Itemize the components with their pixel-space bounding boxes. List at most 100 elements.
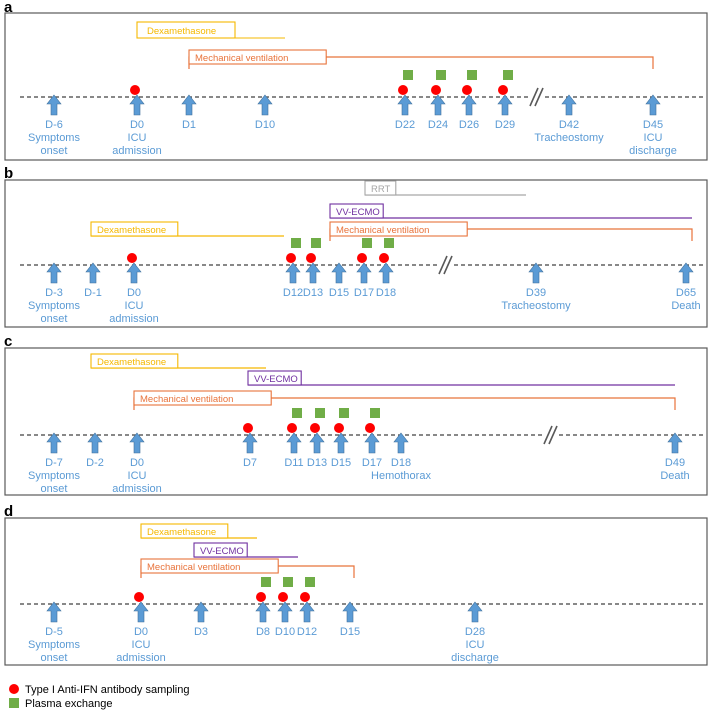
event-day-label: D29 bbox=[495, 119, 515, 131]
red-circle-icon bbox=[9, 684, 19, 694]
event-day-label: D17 bbox=[362, 457, 382, 469]
red-circle-icon bbox=[127, 253, 137, 263]
green-square-icon bbox=[305, 577, 315, 587]
legend-plasma-label: Plasma exchange bbox=[25, 698, 112, 710]
event-day-label: D13 bbox=[303, 287, 323, 299]
event-description: admission bbox=[112, 483, 162, 495]
green-square-icon bbox=[311, 238, 321, 248]
bar-label: VV-ECMO bbox=[200, 546, 244, 557]
event-D13: D13 bbox=[303, 238, 323, 299]
green-square-icon bbox=[362, 238, 372, 248]
event-day-label: D15 bbox=[331, 457, 351, 469]
up-arrow-icon bbox=[286, 432, 302, 454]
green-square-icon bbox=[436, 70, 446, 80]
event-description: Death bbox=[660, 470, 689, 482]
treatment-bar-dexamethasone: Dexamethasone bbox=[140, 523, 257, 539]
event-D7: D7 bbox=[242, 423, 258, 469]
up-arrow-icon bbox=[285, 262, 301, 284]
red-circle-icon bbox=[334, 423, 344, 433]
up-arrow-icon bbox=[126, 262, 142, 284]
green-square-icon bbox=[403, 70, 413, 80]
treatment-bar-dexamethasone: Dexamethasone bbox=[136, 21, 285, 39]
bar-label-box bbox=[364, 180, 397, 196]
event-D18: D18 bbox=[376, 238, 396, 299]
up-arrow-icon bbox=[299, 601, 315, 623]
green-square-icon bbox=[384, 238, 394, 248]
up-arrow-icon bbox=[277, 601, 293, 623]
up-arrow-icon bbox=[397, 94, 413, 116]
treatment-bar-mechanical_ventilation: Mechanical ventilation bbox=[133, 390, 676, 410]
event-description: admission bbox=[116, 652, 166, 664]
red-circle-icon bbox=[498, 85, 508, 95]
event-description: Death bbox=[671, 300, 700, 312]
bar-label-box bbox=[140, 523, 229, 539]
red-circle-icon bbox=[286, 253, 296, 263]
red-circle-icon bbox=[256, 592, 266, 602]
up-arrow-icon bbox=[255, 601, 271, 623]
event-D15: D15 bbox=[329, 262, 349, 299]
bar-label: Mechanical ventilation bbox=[147, 562, 240, 573]
axis-break-gap bbox=[544, 423, 556, 447]
up-arrow-icon bbox=[331, 262, 347, 284]
treatment-bar-dexamethasone: Dexamethasone bbox=[90, 353, 266, 369]
event-day-label: D-2 bbox=[86, 457, 104, 469]
treatment-bar-mechanical_ventilation: Mechanical ventilation bbox=[140, 558, 355, 578]
treatment-bar-dexamethasone: Dexamethasone bbox=[90, 221, 284, 237]
event-description: Tracheostomy bbox=[501, 300, 571, 312]
event-D17: D17 bbox=[362, 408, 382, 469]
event-day-label: D24 bbox=[428, 119, 448, 131]
event-D10: D10 bbox=[275, 577, 295, 638]
event-day-label: D-5 bbox=[45, 626, 63, 638]
panel-frame bbox=[4, 347, 708, 496]
event-D17: D17 bbox=[354, 238, 374, 299]
up-arrow-icon bbox=[467, 601, 483, 623]
event-D8: D8 bbox=[255, 577, 271, 638]
bar-label-box bbox=[188, 49, 327, 65]
event-D-1: D-1 bbox=[84, 262, 102, 299]
event-day-label: D3 bbox=[194, 626, 208, 638]
event-D15: D15 bbox=[340, 601, 360, 638]
axis-break-gap bbox=[439, 253, 451, 277]
event-day-label: D10 bbox=[275, 626, 295, 638]
event-D13: D13 bbox=[307, 408, 327, 469]
panel-letter: a bbox=[4, 0, 13, 16]
event-day-label: D0 bbox=[130, 457, 144, 469]
green-square-icon bbox=[339, 408, 349, 418]
bar-label: Dexamethasone bbox=[97, 225, 166, 236]
event-day-label: D12 bbox=[297, 626, 317, 638]
event-description: onset bbox=[41, 652, 68, 664]
up-arrow-icon bbox=[378, 262, 394, 284]
axis-break-icon bbox=[529, 87, 539, 107]
green-square-icon bbox=[315, 408, 325, 418]
red-circle-icon bbox=[130, 85, 140, 95]
bar-label: Dexamethasone bbox=[147, 527, 216, 538]
up-arrow-icon bbox=[181, 94, 197, 116]
event-day-label: D0 bbox=[130, 119, 144, 131]
event-day-label: D-6 bbox=[45, 119, 63, 131]
up-arrow-icon bbox=[430, 94, 446, 116]
event-D3: D3 bbox=[193, 601, 209, 638]
legend: Type I Anti-IFN antibody samplingPlasma … bbox=[9, 684, 189, 710]
treatment-bar-mechanical_ventilation: Mechanical ventilation bbox=[188, 49, 654, 69]
event-description: onset bbox=[41, 313, 68, 325]
up-arrow-icon bbox=[497, 94, 513, 116]
up-arrow-icon bbox=[46, 94, 62, 116]
up-arrow-icon bbox=[242, 432, 258, 454]
event-description: ICU bbox=[128, 132, 147, 144]
event-description: ICU bbox=[466, 639, 485, 651]
up-arrow-icon bbox=[393, 432, 409, 454]
event-day-label: D13 bbox=[307, 457, 327, 469]
up-arrow-icon bbox=[129, 94, 145, 116]
red-circle-icon bbox=[462, 85, 472, 95]
bar-label-box bbox=[90, 353, 179, 369]
up-arrow-icon bbox=[305, 262, 321, 284]
up-arrow-icon bbox=[257, 94, 273, 116]
bar-label-box bbox=[329, 221, 468, 237]
event-description: Symptoms bbox=[28, 300, 80, 312]
event-day-label: D1 bbox=[182, 119, 196, 131]
